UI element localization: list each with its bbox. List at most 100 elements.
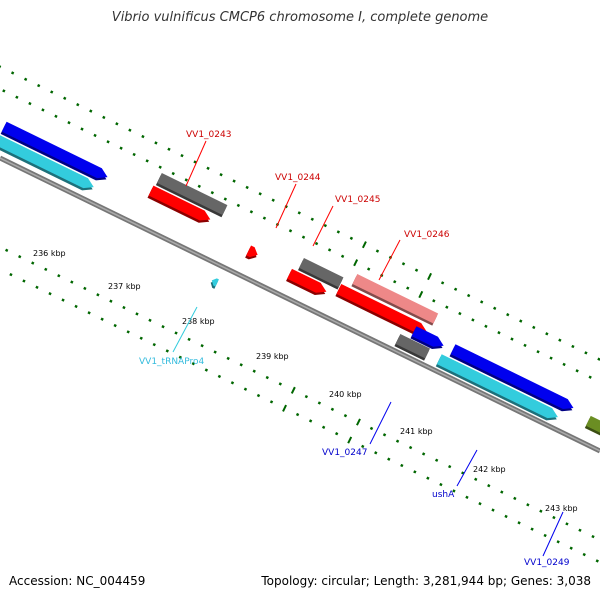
tick-mark [265,375,269,380]
tick-mark [532,325,536,330]
tick-mark [453,287,458,291]
tick-mark [158,165,162,169]
tick-mark [506,313,510,317]
tick-mark [347,436,353,444]
feature-red-0245[interactable] [287,268,327,293]
kbp-label: 241 kbp [400,427,433,436]
tick-mark [223,197,228,201]
tick-mark [361,241,367,249]
tick-mark [252,369,256,373]
tick-mark [317,401,322,405]
tick-mark [519,319,523,323]
tick-mark [180,153,184,158]
tick-mark [128,128,132,132]
feature-gray-0245[interactable] [299,258,344,288]
tick-mark [510,337,514,341]
tick-mark [70,280,74,284]
features [0,121,600,459]
tick-mark [487,484,491,488]
tick-mark [434,458,439,462]
tick-mark [232,179,236,183]
tick-mark [89,109,93,113]
feature-red-0246[interactable] [336,284,427,333]
tick-mark [466,293,471,298]
tick-mark [543,533,547,538]
tick-mark [290,386,296,394]
feature-blue-0247-arrow[interactable] [411,326,444,347]
tick-mark [295,412,300,417]
tick-mark [484,324,488,328]
label-line-VV1_0246 [378,239,401,281]
label-line-VV1_0245 [312,205,334,247]
tick-mark [41,108,45,112]
feature-trna-pro4[interactable] [211,278,219,287]
tick-mark [31,261,35,265]
tick-mark [236,203,241,208]
tick-mark [504,514,508,519]
tick-mark [204,368,209,372]
tick-mark [22,279,26,283]
tick-mark [37,83,41,88]
kbp-label: 240 kbp [329,390,362,399]
tick-mark [148,318,152,322]
tick-mark [356,418,361,426]
tick-mark [321,425,326,430]
feature-pink-0246[interactable] [352,274,439,324]
gene-label-VV1_tRNAPro4: VV1_tRNAPro4 [139,357,204,367]
feature-blue-ushA[interactable] [450,344,574,409]
tick-mark [258,192,262,196]
tick-mark [54,114,58,119]
tick-mark [439,482,443,487]
tick-mark [513,496,517,501]
tick-mark [478,502,482,506]
tick-mark [387,457,391,461]
tick-mark [530,527,534,531]
tick-mark [278,382,282,386]
gene-label-VV1_0245: VV1_0245 [335,195,380,205]
tick-mark [562,362,566,367]
tick-mark [67,121,71,125]
tick-mark [63,96,67,101]
tick-mark [526,503,530,507]
tick-mark [141,134,145,139]
tick-mark [35,285,39,290]
tick-mark [421,452,426,456]
tick-mark [452,489,456,493]
gene-label-VV1_0244: VV1_0244 [275,173,321,183]
tick-mark [249,210,254,214]
tick-mark [588,375,592,379]
label-line-VV1_0243 [185,140,207,187]
tick-mark [115,122,119,126]
tick-mark [154,141,158,145]
tick-mark [400,463,404,468]
tick-mark [480,300,484,304]
tick-mark [152,342,156,347]
feature-cyan-left[interactable] [0,135,94,189]
tick-mark [174,331,178,335]
feature-red-0244[interactable] [246,245,258,258]
kbp-label: 237 kbp [108,282,141,291]
feature-gray-0247[interactable] [395,334,431,359]
feature-olive-0249[interactable] [585,415,600,459]
feature-cyan-ushA[interactable] [436,354,558,419]
tick-mark [87,311,91,315]
tick-mark [245,185,249,190]
tick-mark [361,444,365,449]
tick-mark [271,198,275,202]
accession-text: Accession: NC_004459 [9,574,146,588]
tick-mark [500,490,504,494]
tick-mark [282,404,287,412]
tick-mark [122,305,126,310]
tick-mark [126,330,130,334]
feature-blue-left[interactable] [1,121,108,179]
label-line-VV1_0244 [275,183,297,229]
tick-mark [304,394,309,399]
feature-gray-0243[interactable] [156,173,228,215]
tick-mark [200,344,204,348]
tick-mark [375,249,380,253]
tick-mark [178,355,182,360]
tick-mark [314,241,319,246]
feature-red-0243[interactable] [148,185,211,221]
tick-mark [256,393,261,398]
